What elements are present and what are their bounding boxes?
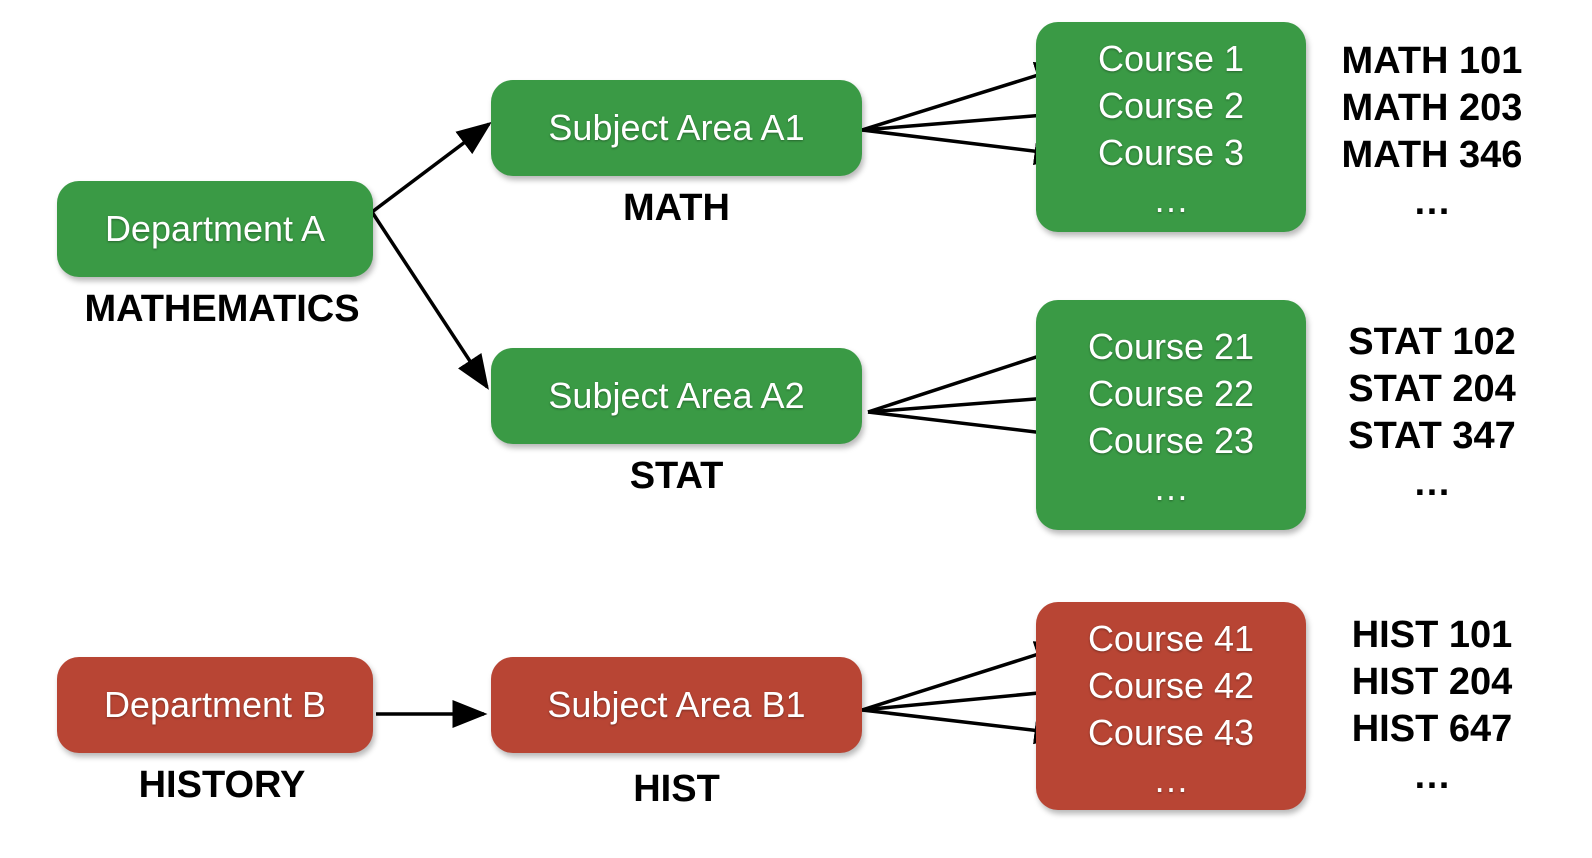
subject-area-b1-box: Subject Area B1 (491, 657, 862, 753)
course-item: Course 43 (1087, 712, 1255, 753)
department-a-name: MATHEMATICS (84, 288, 360, 330)
arrow-b1-course-42 (861, 679, 1074, 712)
subject-area-b1-code: HIST (633, 768, 720, 810)
course-codes-a2: STAT 102 STAT 204 STAT 347 … (1332, 319, 1532, 507)
arrow-b1-course-41 (861, 641, 1071, 712)
course-code-ellipsis: … (1413, 462, 1451, 504)
subject-area-b1-label: Subject Area B1 (547, 684, 806, 725)
course-item: Course 41 (1087, 618, 1255, 659)
department-b-name: HISTORY (138, 764, 306, 806)
course-item: Course 42 (1087, 665, 1255, 706)
arrow-a1-course-1 (861, 62, 1071, 132)
course-item: Course 21 (1087, 326, 1255, 367)
course-code: MATH 101 (1341, 40, 1523, 82)
course-code: MATH 203 (1341, 87, 1523, 129)
subject-area-a2-code: STAT (629, 455, 724, 497)
course-code: MATH 346 (1341, 134, 1523, 176)
course-item: Course 1 (1097, 38, 1245, 79)
course-item: Course 22 (1087, 373, 1255, 414)
course-code: STAT 347 (1348, 415, 1516, 457)
arrow-a2-course-23 (867, 410, 1073, 447)
course-code: HIST 204 (1351, 661, 1513, 703)
course-code: HIST 101 (1351, 614, 1513, 656)
subject-area-a1-label: Subject Area A1 (548, 107, 805, 148)
subject-area-a1-code: MATH (623, 187, 730, 229)
arrow-b1-course-43 (861, 708, 1070, 745)
course-codes-b1: HIST 101 HIST 204 HIST 647 … (1332, 612, 1532, 800)
course-code-ellipsis: … (1413, 755, 1451, 797)
course-item: Course 2 (1097, 85, 1245, 126)
course-code: HIST 647 (1351, 708, 1513, 750)
course-code: STAT 204 (1348, 368, 1516, 410)
arrow-dept-a-to-a1 (370, 121, 492, 214)
course-item-ellipsis: … (1153, 467, 1189, 508)
course-group-b1: Course 41 Course 42 Course 43 … (1036, 602, 1306, 810)
department-a-box: Department A (57, 181, 373, 277)
department-b-box: Department B (57, 657, 373, 753)
course-item-ellipsis: … (1153, 759, 1189, 800)
subject-area-a1-box: Subject Area A1 (491, 80, 862, 176)
course-code: STAT 102 (1348, 321, 1516, 363)
course-item-ellipsis: … (1153, 179, 1189, 220)
course-group-a2: Course 21 Course 22 Course 23 … (1036, 300, 1306, 530)
course-code-ellipsis: … (1413, 181, 1451, 223)
subject-area-a2-box: Subject Area A2 (491, 348, 862, 444)
arrow-a1-course-3 (861, 128, 1070, 166)
department-a-label: Department A (104, 208, 326, 249)
course-item: Course 23 (1087, 420, 1255, 461)
arrow-dept-a-to-a2 (370, 211, 489, 390)
course-item: Course 3 (1097, 132, 1245, 173)
course-group-a1: Course 1 Course 2 Course 3 … (1036, 22, 1306, 232)
arrow-a1-course-2 (861, 101, 1073, 132)
course-codes-a1: MATH 101 MATH 203 MATH 346 … (1332, 38, 1532, 226)
department-b-label: Department B (103, 684, 327, 725)
subject-area-a2-label: Subject Area A2 (548, 375, 805, 416)
